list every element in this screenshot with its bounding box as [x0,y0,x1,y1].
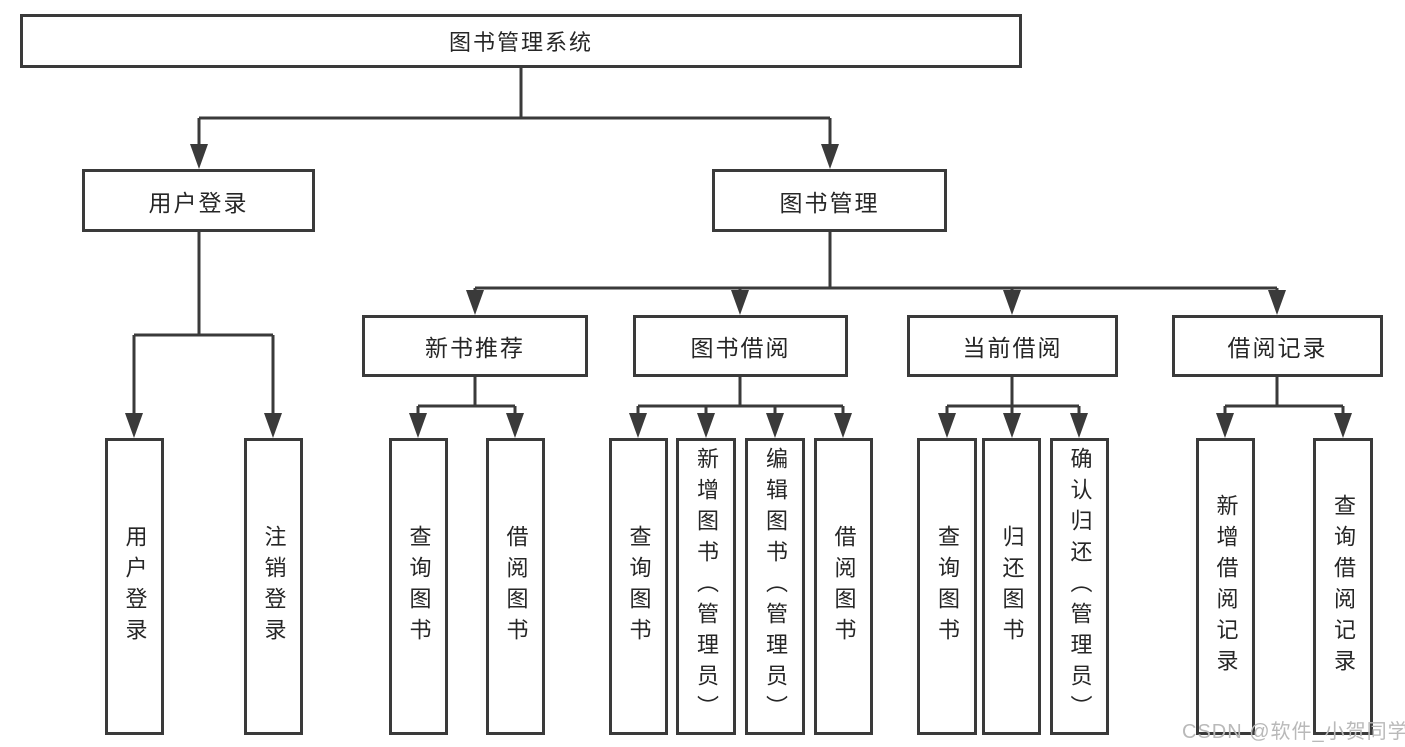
leaf-label: 查询图书 [406,524,432,649]
node-library-management-system: 图书管理系统 [20,14,1022,68]
node-label: 借阅记录 [1227,335,1328,361]
leaf-query-borrow-record: 查询借阅记录 [1313,438,1373,735]
leaf-borrow-books: 借阅图书 [814,438,873,735]
node-book-borrowing: 图书借阅 [633,315,848,377]
leaf-label: 新增借阅记录 [1213,493,1239,680]
leaf-query-books-recommend: 查询图书 [389,438,448,735]
leaf-label: 借阅图书 [831,524,857,649]
leaf-user-login: 用户登录 [105,438,164,735]
node-new-book-recommendation: 新书推荐 [362,315,588,377]
node-user-login: 用户登录 [82,169,315,232]
leaf-label: 用户登录 [122,524,148,649]
node-book-management: 图书管理 [712,169,947,232]
leaf-confirm-return-admin: 确认归还（管理员） [1050,438,1109,735]
node-label: 新书推荐 [425,335,525,361]
leaf-label: 归还图书 [999,524,1025,649]
leaf-add-borrow-record: 新增借阅记录 [1196,438,1255,735]
leaf-label: 查询图书 [626,524,652,649]
leaf-label: 查询借阅记录 [1331,493,1356,680]
leaf-edit-books-admin: 编辑图书（管理员） [745,438,805,735]
leaf-label: 借阅图书 [503,524,529,649]
csdn-watermark: CSDN @软件_小贺同学 [1182,721,1405,743]
leaf-label: 确认归还（管理员） [1067,447,1093,726]
arrowhead-icon [125,144,1352,438]
leaf-borrow-books-recommend: 借阅图书 [486,438,545,735]
leaf-label: 查询图书 [935,524,960,649]
node-current-borrowing: 当前借阅 [907,315,1118,377]
leaf-query-books-borrowing: 查询图书 [609,438,668,735]
leaf-label: 编辑图书（管理员） [763,447,788,726]
node-label: 图书管理系统 [448,30,593,55]
node-label: 图书借阅 [690,335,791,361]
node-borrowing-records: 借阅记录 [1172,315,1383,377]
leaf-add-books-admin: 新增图书（管理员） [676,438,736,735]
leaf-return-books: 归还图书 [982,438,1041,735]
leaf-logout: 注销登录 [244,438,303,735]
leaf-query-books-current: 查询图书 [917,438,977,735]
node-label: 图书管理 [779,189,880,216]
node-label: 用户登录 [148,189,249,216]
leaf-label: 新增图书（管理员） [694,447,719,726]
leaf-label: 注销登录 [261,524,287,649]
node-label: 当前借阅 [962,335,1063,361]
